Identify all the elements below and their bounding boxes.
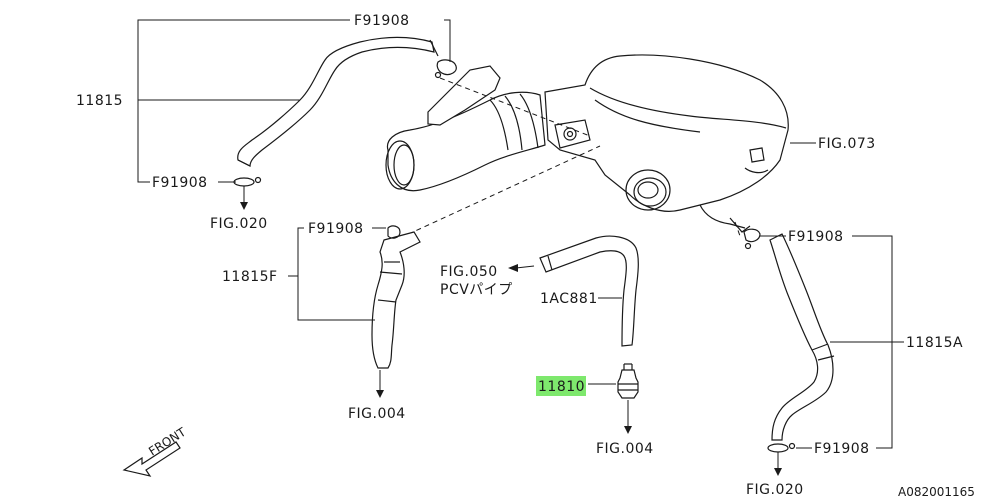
highlight-11810 <box>536 376 586 396</box>
pipe-1ac881[interactable] <box>539 235 639 347</box>
air-box[interactable] <box>544 54 789 233</box>
label-fig020-right[interactable]: FIG.020 <box>746 482 804 498</box>
hose-11815a[interactable] <box>769 233 835 441</box>
label-11815[interactable]: 11815 <box>76 93 123 109</box>
clamp-bottom-right[interactable] <box>767 442 796 453</box>
label-fig050[interactable]: FIG.050 <box>440 264 498 280</box>
label-f91908-right[interactable]: F91908 <box>788 229 844 245</box>
label-f91908-bottom-right[interactable]: F91908 <box>814 441 870 457</box>
label-fig004-center[interactable]: FIG.004 <box>596 441 654 457</box>
label-11815a[interactable]: 11815A <box>906 335 963 351</box>
clamp-left[interactable] <box>233 176 262 187</box>
pcv-valve-11810[interactable] <box>617 363 639 399</box>
label-f91908-left[interactable]: F91908 <box>152 175 208 191</box>
clamp-right[interactable] <box>743 228 761 250</box>
label-f91908-top[interactable]: F91908 <box>354 13 410 29</box>
label-fig004-left[interactable]: FIG.004 <box>348 406 406 422</box>
label-front: FRONT <box>146 425 189 459</box>
label-11815f[interactable]: 11815F <box>222 269 278 285</box>
label-diagram-id: A082001165 <box>898 485 975 498</box>
clamp-top[interactable] <box>434 59 457 79</box>
intake-duct[interactable] <box>385 91 546 192</box>
label-fig073[interactable]: FIG.073 <box>818 136 876 152</box>
hose-11815f[interactable] <box>371 231 421 369</box>
label-11810[interactable]: 11810 <box>538 379 585 395</box>
bracket <box>427 65 501 126</box>
clamp-mid[interactable] <box>387 225 401 239</box>
hose-11815[interactable] <box>237 36 439 167</box>
label-1ac881[interactable]: 1AC881 <box>540 291 598 307</box>
label-fig020-left[interactable]: FIG.020 <box>210 216 268 232</box>
label-pcv-pipe: PCVパイプ <box>440 282 513 298</box>
front-arrow-icon <box>122 441 181 477</box>
label-f91908-mid[interactable]: F91908 <box>308 221 364 237</box>
